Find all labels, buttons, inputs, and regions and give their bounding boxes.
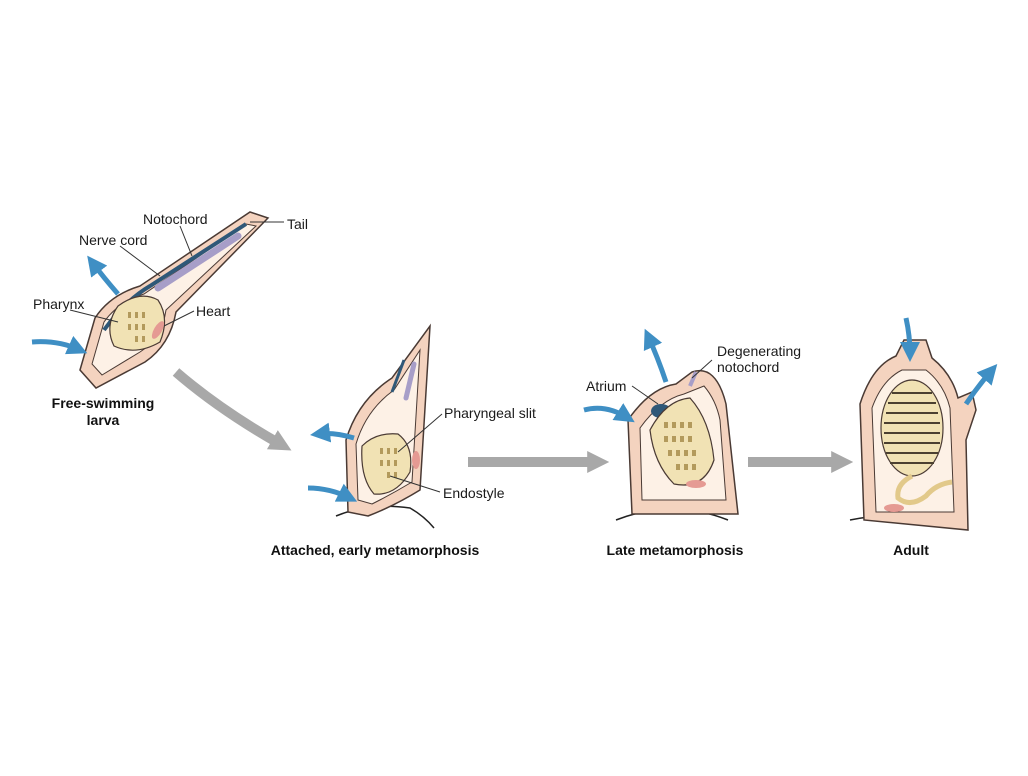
- caption-adult: Adult: [893, 542, 929, 558]
- adult-figure: [849, 317, 998, 531]
- nerve-cord-leader: [119, 245, 161, 277]
- larva-notochord: [154, 232, 242, 292]
- late-pharyngeal-slits: [664, 422, 696, 470]
- adult-pharynx: [880, 379, 944, 477]
- notochord-leader: [179, 225, 193, 257]
- adult-outflow-arrow: [963, 363, 998, 406]
- late-figure: [583, 328, 739, 521]
- label-tail: Tail: [287, 216, 309, 232]
- late-outflow-arrow: [643, 328, 669, 383]
- early-nerve-cord: [390, 359, 406, 393]
- larva-heart: [151, 321, 165, 339]
- larva-inflow-arrow: [31, 335, 88, 355]
- early-heart: [412, 451, 420, 469]
- adult-pharyngeal-slits: [884, 392, 940, 464]
- label-notochord: Notochord: [143, 211, 208, 227]
- endostyle-leader: [389, 475, 441, 493]
- early-inflow-arrow: [307, 483, 358, 502]
- caption-early-metamorphosis: Attached, early metamorphosis: [270, 542, 480, 558]
- caption-free-swimming-larva: Free-swimming larva: [51, 395, 155, 428]
- heart-leader: [163, 310, 195, 327]
- label-nerve-cord: Nerve cord: [79, 232, 148, 248]
- early-outflow-arrow: [310, 422, 355, 443]
- label-pharynx: Pharynx: [33, 296, 85, 312]
- larva-pharynx: [109, 295, 166, 351]
- adult-gut: [895, 473, 953, 505]
- early-pharyngeal-slits: [380, 448, 397, 478]
- adult-inflow-arrow: [899, 317, 920, 362]
- larva-figure: [31, 211, 284, 389]
- label-endostyle: Endostyle: [443, 485, 505, 501]
- late-inflow-arrow: [583, 403, 635, 423]
- early-notochord: [403, 361, 417, 401]
- late-heart: [686, 480, 706, 488]
- pharynx-leader: [69, 309, 119, 323]
- pharyngeal-slit-leader: [397, 413, 443, 453]
- adult-heart: [884, 504, 904, 512]
- larva-pharyngeal-slits: [128, 312, 145, 342]
- label-degenerating-notochord: Degenerating notochord: [717, 343, 802, 375]
- larva-outflow-arrow: [87, 255, 120, 296]
- stage-arrow-1: [172, 368, 292, 451]
- early-figure: [307, 323, 443, 529]
- degenerating-notochord-leader: [691, 359, 713, 379]
- label-pharyngeal-slit: Pharyngeal slit: [444, 405, 536, 421]
- label-atrium: Atrium: [586, 378, 627, 394]
- caption-late-metamorphosis: Late metamorphosis: [606, 542, 744, 558]
- label-heart: Heart: [196, 303, 231, 319]
- late-degenerating-notochord: [688, 371, 698, 387]
- atrium-leader: [631, 385, 659, 405]
